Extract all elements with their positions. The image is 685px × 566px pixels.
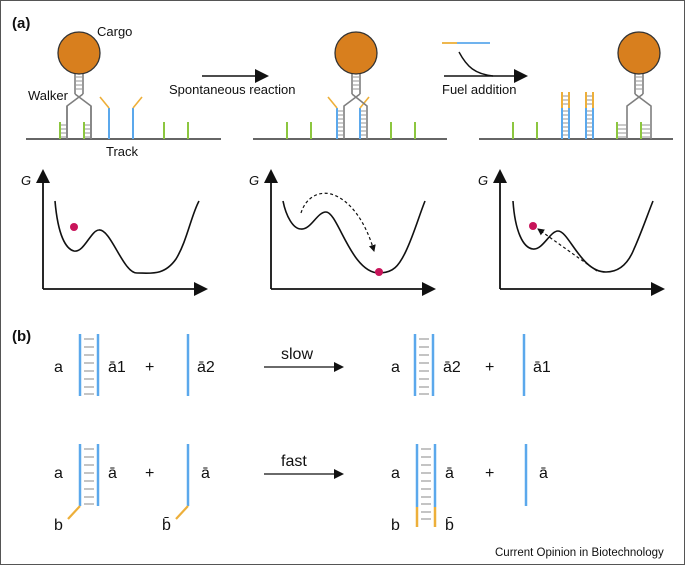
stage-2-walker-system	[253, 31, 447, 140]
strand-label-a1-bar: ā1	[533, 359, 551, 376]
stage-3-walker-system	[479, 31, 673, 140]
walker	[66, 73, 92, 139]
row-slow-reaction: a ā1 + ā2 slow a ā2 + ā1	[54, 334, 551, 396]
walker-state-dot	[70, 223, 78, 231]
journal-credit: Current Opinion in Biotechnology	[495, 547, 664, 559]
strand-label-a-bar: ā	[539, 465, 548, 482]
invader-strand	[175, 444, 190, 520]
walker-rungs	[618, 76, 650, 138]
bound-stator	[359, 96, 370, 139]
plus-sign: +	[485, 465, 494, 482]
strand-label-a1-bar: ā1	[108, 359, 126, 376]
walker-state-dot	[375, 268, 383, 276]
energy-landscape-2: G	[249, 169, 436, 296]
product-duplex	[415, 444, 437, 527]
plus-sign: +	[145, 359, 154, 376]
strand-label-a: a	[391, 465, 400, 482]
walker-state-dot	[529, 222, 537, 230]
uphill-fuel-arrow	[537, 228, 598, 272]
strand-label-a-bar: ā	[445, 465, 454, 482]
track-label: Track	[106, 144, 139, 159]
energy-landscape-3: G	[478, 169, 665, 296]
waste-duplex	[561, 92, 570, 139]
energy-landscape-1: G	[21, 169, 208, 296]
strand-label-a2-bar: ā2	[197, 359, 215, 376]
cargo-sphere	[57, 31, 101, 75]
energy-curve	[282, 200, 426, 274]
plus-sign: +	[145, 465, 154, 482]
walker-label: Walker	[28, 88, 69, 103]
fast-label: fast	[281, 453, 307, 470]
strand-label-a: a	[391, 359, 400, 376]
waste-duplex-rungs	[563, 95, 592, 136]
toehold-label-b-bar: b̄	[445, 517, 454, 534]
track-stator	[99, 96, 110, 139]
strand-label-a-bar: ā	[108, 465, 117, 482]
duplex-a-with-toehold-b	[67, 444, 100, 520]
strand-label-a-bar: ā	[201, 465, 210, 482]
spontaneous-reaction-label: Spontaneous reaction	[169, 82, 295, 97]
strand-label-a: a	[54, 359, 63, 376]
toehold-label-b: b	[391, 517, 400, 534]
fuel-entry-curve	[458, 51, 494, 77]
panel-b-label: (b)	[12, 328, 31, 345]
energy-curve	[512, 200, 654, 273]
strand-label-a2-bar: ā2	[443, 359, 461, 376]
row-fast-reaction: a ā b + ā b̄ fast a ā	[54, 444, 548, 534]
downhill-transition-arrow	[300, 192, 376, 252]
panel-a-label: (a)	[12, 15, 30, 32]
g-axis-label: G	[249, 173, 259, 188]
cargo-sphere	[334, 31, 378, 75]
duplex-a-a2	[413, 334, 435, 396]
fuel-addition-label: Fuel addition	[442, 82, 516, 97]
g-axis-label: G	[21, 173, 31, 188]
energy-curve	[54, 200, 200, 275]
g-axis-label: G	[478, 173, 488, 188]
walker	[626, 73, 652, 139]
strand-label-a: a	[54, 465, 63, 482]
waste-duplex	[585, 92, 594, 139]
stage-1-walker-system: Cargo Walker Track	[26, 24, 221, 159]
cargo-label: Cargo	[97, 24, 132, 39]
slow-label: slow	[281, 346, 313, 363]
bound-stator	[327, 96, 338, 139]
walker	[343, 73, 368, 139]
track-stator	[132, 96, 143, 139]
toehold-label-b-bar: b̄	[162, 517, 171, 534]
toehold-label-b: b	[54, 517, 63, 534]
cargo-sphere	[617, 31, 661, 75]
walker-rungs	[61, 76, 90, 138]
duplex-a-a1	[78, 334, 100, 396]
walker-rungs	[338, 76, 366, 136]
plus-sign: +	[485, 359, 494, 376]
